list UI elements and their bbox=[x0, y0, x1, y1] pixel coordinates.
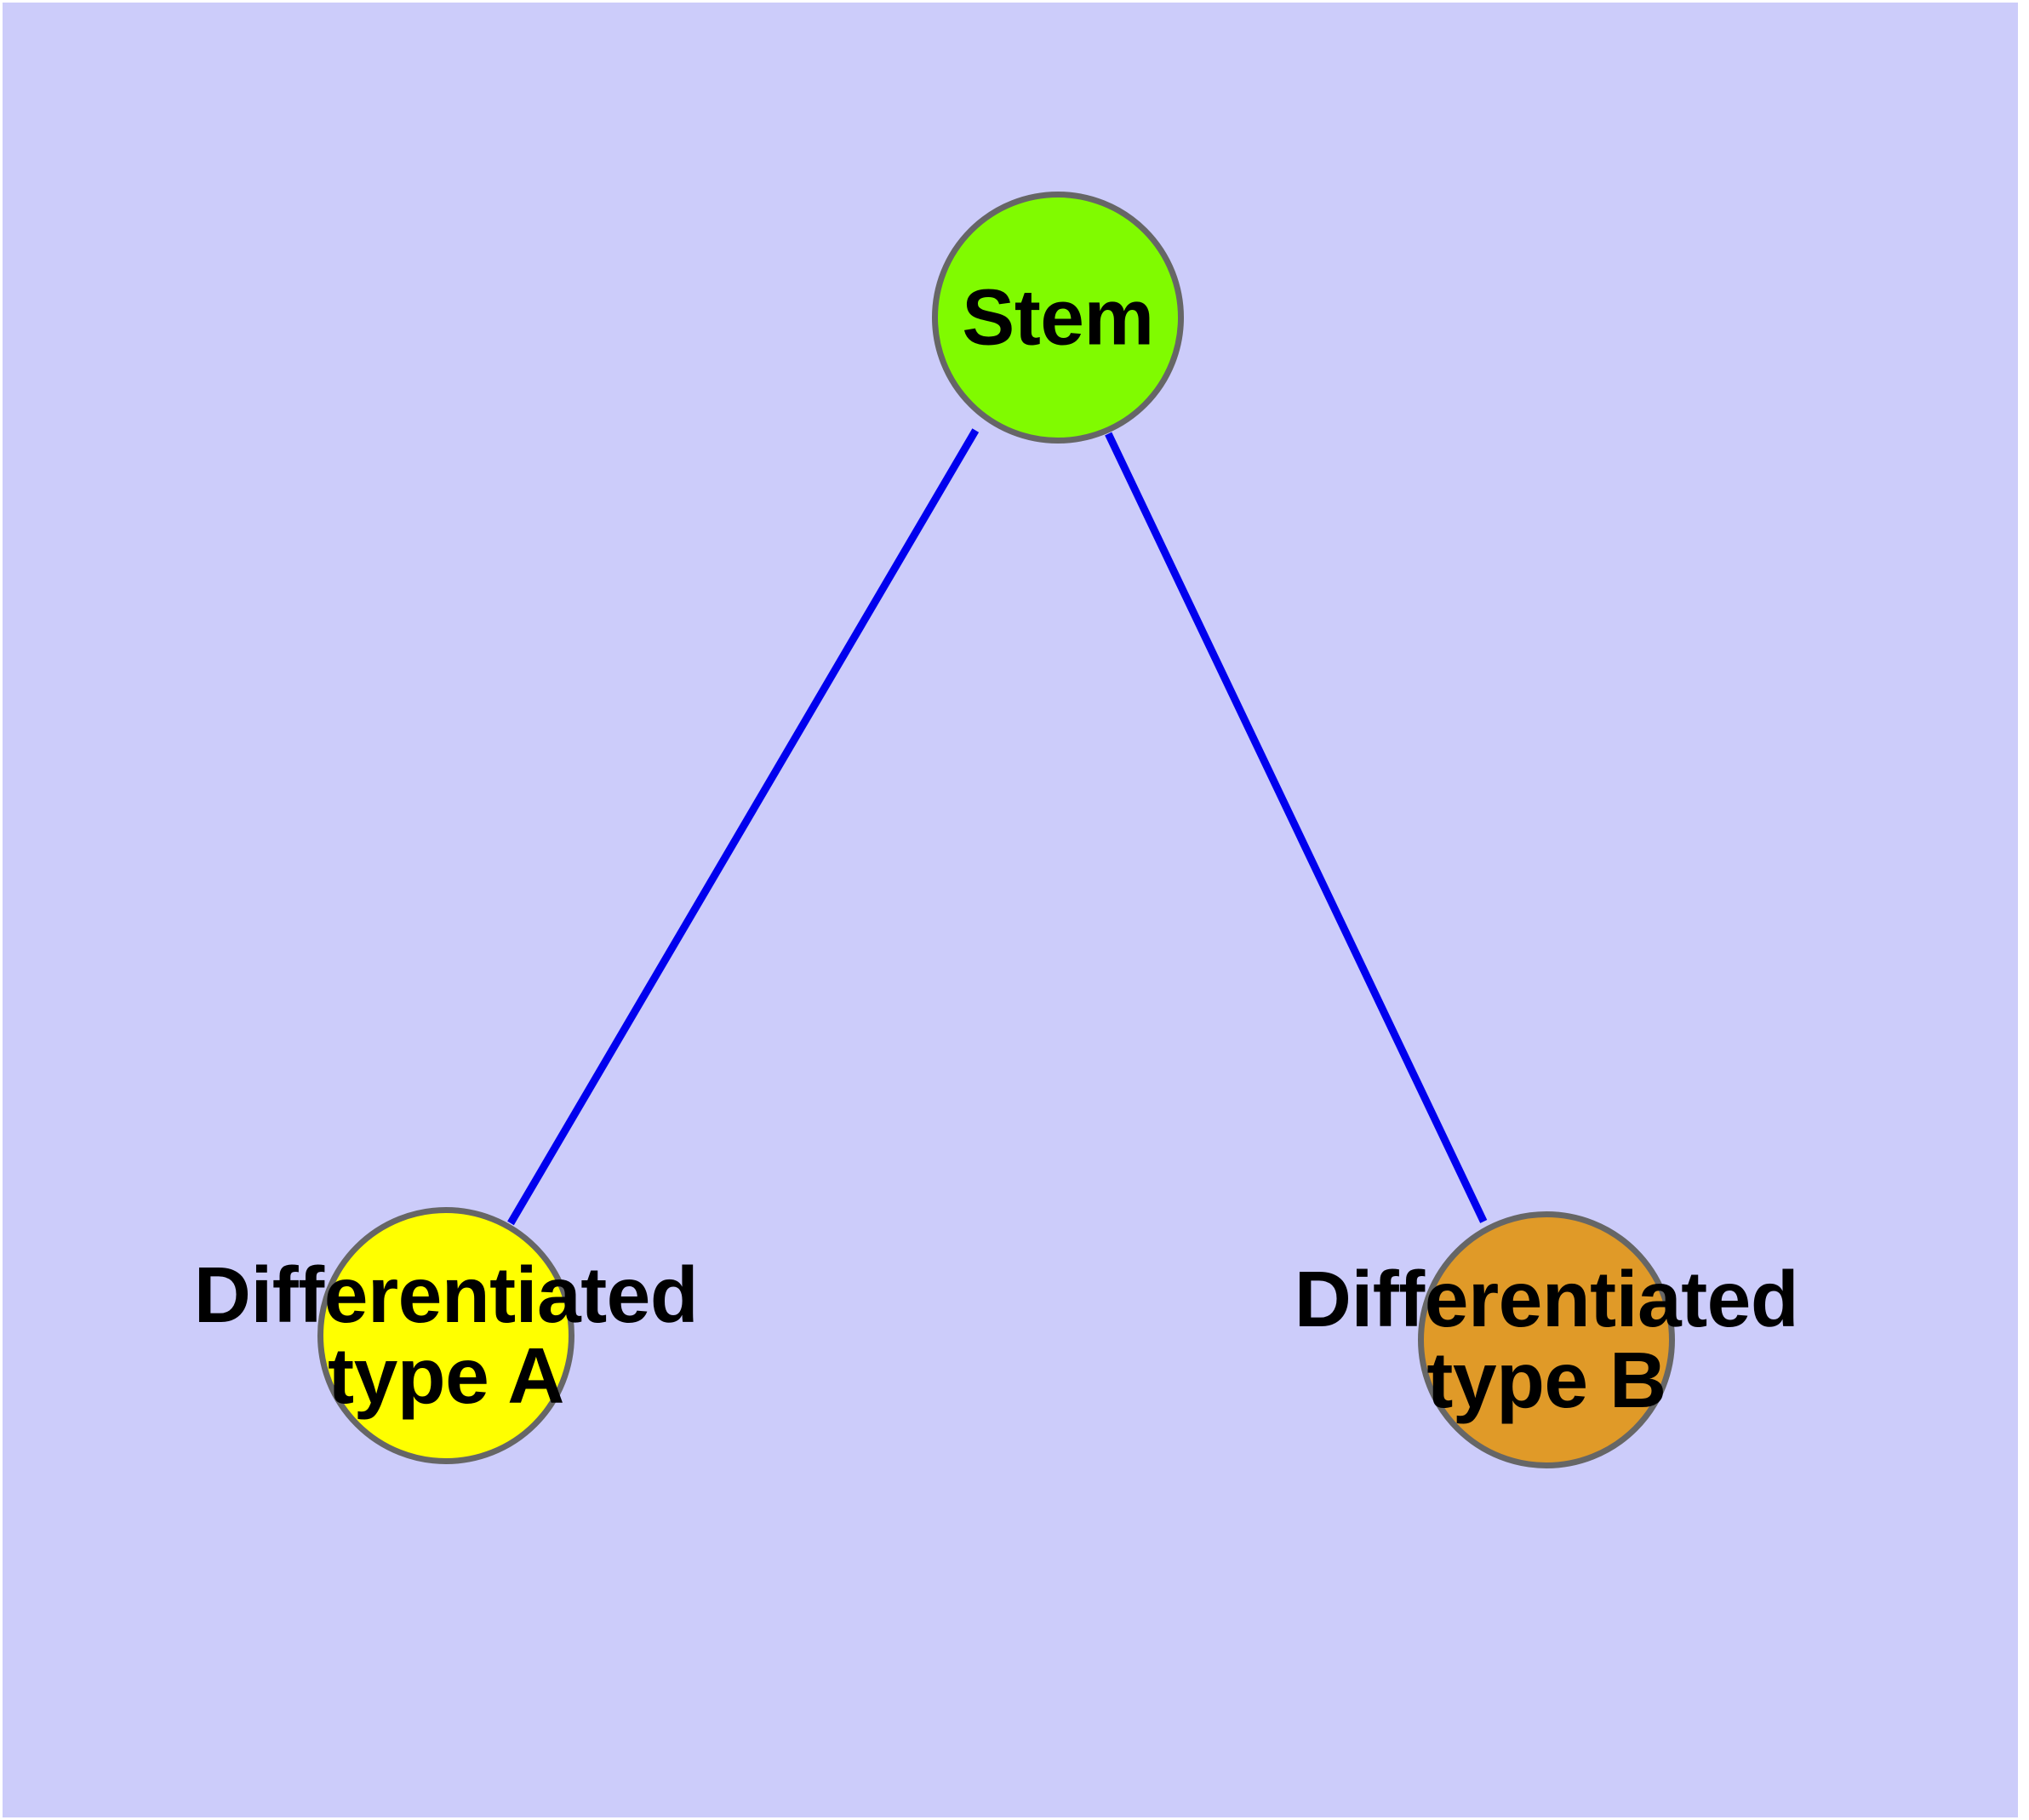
node-stem[interactable] bbox=[932, 192, 1184, 444]
edge-stem-to-differentiated-type-b[interactable] bbox=[1105, 432, 1488, 1223]
edge-layer bbox=[507, 428, 1488, 1226]
edge-stem-to-differentiated-type-a[interactable] bbox=[507, 428, 980, 1226]
node-differentiated-type-b[interactable] bbox=[1418, 1211, 1675, 1468]
node-differentiated-type-a[interactable] bbox=[317, 1207, 574, 1464]
